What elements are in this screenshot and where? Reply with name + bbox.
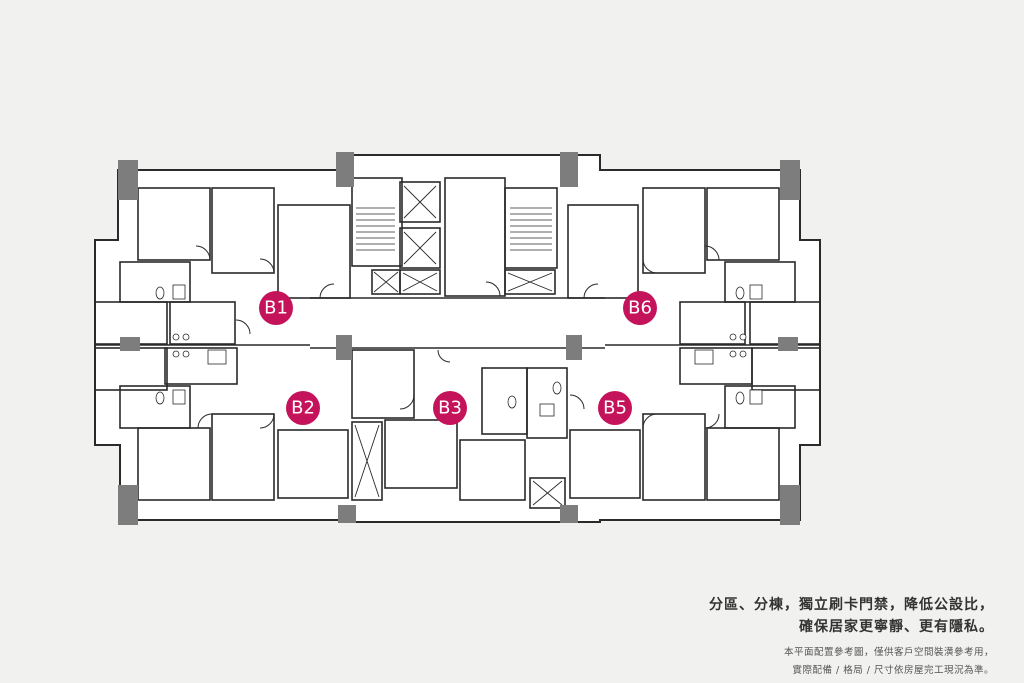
caption-line-1: 分區、分棟，獨立刷卡門禁，降低公設比， xyxy=(709,597,994,613)
caption-headline: 分區、分棟，獨立刷卡門禁，降低公設比， 確保居家更寧靜、更有隱私。 xyxy=(709,594,994,638)
caption-disclaimer: 本平面配置參考圖，僅供客戶空間裝潢參考用， 實際配備 / 格局 / 尺寸依房屋完… xyxy=(784,644,994,680)
unit-label-b6[interactable]: B6 xyxy=(623,291,657,325)
unit-marker-b3 xyxy=(433,391,467,425)
door-swings xyxy=(195,245,720,429)
caption-note-2: 實際配備 / 格局 / 尺寸依房屋完工現況為準。 xyxy=(792,665,994,676)
unit-label-b2[interactable]: B2 xyxy=(286,391,320,425)
unit-label-text-b2: B2 xyxy=(291,398,315,419)
unit-label-b5[interactable]: B5 xyxy=(598,391,632,425)
caption-note-1: 本平面配置參考圖，僅供客戶空間裝潢參考用， xyxy=(783,647,994,658)
unit-labels: B1 B2 B3 B5 B6 xyxy=(259,291,657,425)
unit-label-text-b5: B5 xyxy=(603,398,627,419)
unit-label-text-b3: B3 xyxy=(438,398,462,419)
unit-marker-b6 xyxy=(623,291,657,325)
caption-line-2: 確保居家更寧靜、更有隱私。 xyxy=(799,619,994,635)
elevator-shafts xyxy=(354,185,563,506)
stairs xyxy=(356,207,552,251)
unit-marker-b2 xyxy=(286,391,320,425)
unit-label-text-b1: B1 xyxy=(264,298,288,319)
interior-walls xyxy=(94,177,821,509)
unit-label-b1[interactable]: B1 xyxy=(259,291,293,325)
unit-marker-b5 xyxy=(598,391,632,425)
unit-marker-b1 xyxy=(259,291,293,325)
structural-columns xyxy=(118,152,800,525)
unit-label-text-b6: B6 xyxy=(628,298,652,319)
unit-label-b3[interactable]: B3 xyxy=(433,391,467,425)
fixtures xyxy=(155,284,763,417)
